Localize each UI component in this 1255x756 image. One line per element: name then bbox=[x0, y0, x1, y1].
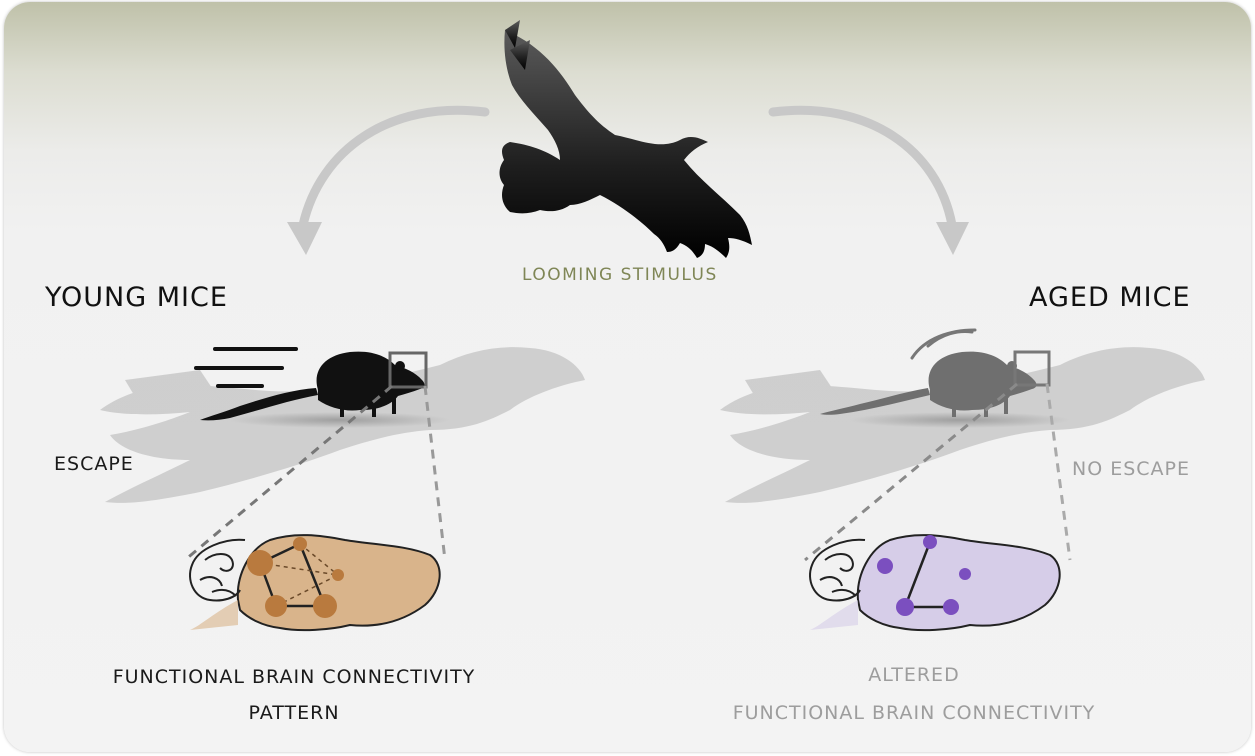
stimulus-label: LOOMING STIMULUS bbox=[522, 265, 718, 285]
zoom-box-young bbox=[388, 351, 428, 389]
young-connectivity-line1: FUNCTIONAL BRAIN CONNECTIVITY bbox=[112, 666, 476, 688]
ground-shadow-young bbox=[230, 412, 450, 428]
eagle-icon bbox=[499, 20, 752, 258]
zoom-line-young-right bbox=[423, 385, 447, 561]
zoom-line-young-left bbox=[184, 384, 393, 562]
aged-mouse-icon bbox=[820, 351, 1037, 417]
young-brain-diagram bbox=[189, 534, 441, 632]
aged-mice-title: AGED MICE bbox=[1029, 282, 1191, 313]
zoom-box-aged bbox=[1013, 350, 1051, 387]
arrow-to-young bbox=[287, 105, 490, 255]
aged-brain-diagram bbox=[809, 534, 1061, 632]
zoom-line-aged-right bbox=[1045, 383, 1072, 561]
illustration bbox=[100, 20, 1205, 632]
young-mouse-icon bbox=[200, 351, 425, 421]
aged-connectivity-line1: ALTERED bbox=[868, 664, 960, 686]
escape-label: ESCAPE bbox=[54, 453, 134, 475]
no-escape-label: NO ESCAPE bbox=[1072, 458, 1190, 480]
young-mice-title: YOUNG MICE bbox=[45, 282, 228, 313]
ground-shadow-aged bbox=[850, 412, 1070, 428]
young-connectivity-line2: PATTERN bbox=[248, 702, 340, 724]
speed-lines-icon bbox=[194, 347, 298, 388]
figure-panel: LOOMING STIMULUS YOUNG MICE AGED MICE ES… bbox=[4, 2, 1251, 752]
arrow-to-aged bbox=[768, 105, 969, 255]
trembling-lines-icon bbox=[910, 328, 977, 360]
aged-connectivity-line2: FUNCTIONAL BRAIN CONNECTIVITY bbox=[732, 702, 1096, 724]
zoom-line-aged-left bbox=[804, 382, 1018, 562]
